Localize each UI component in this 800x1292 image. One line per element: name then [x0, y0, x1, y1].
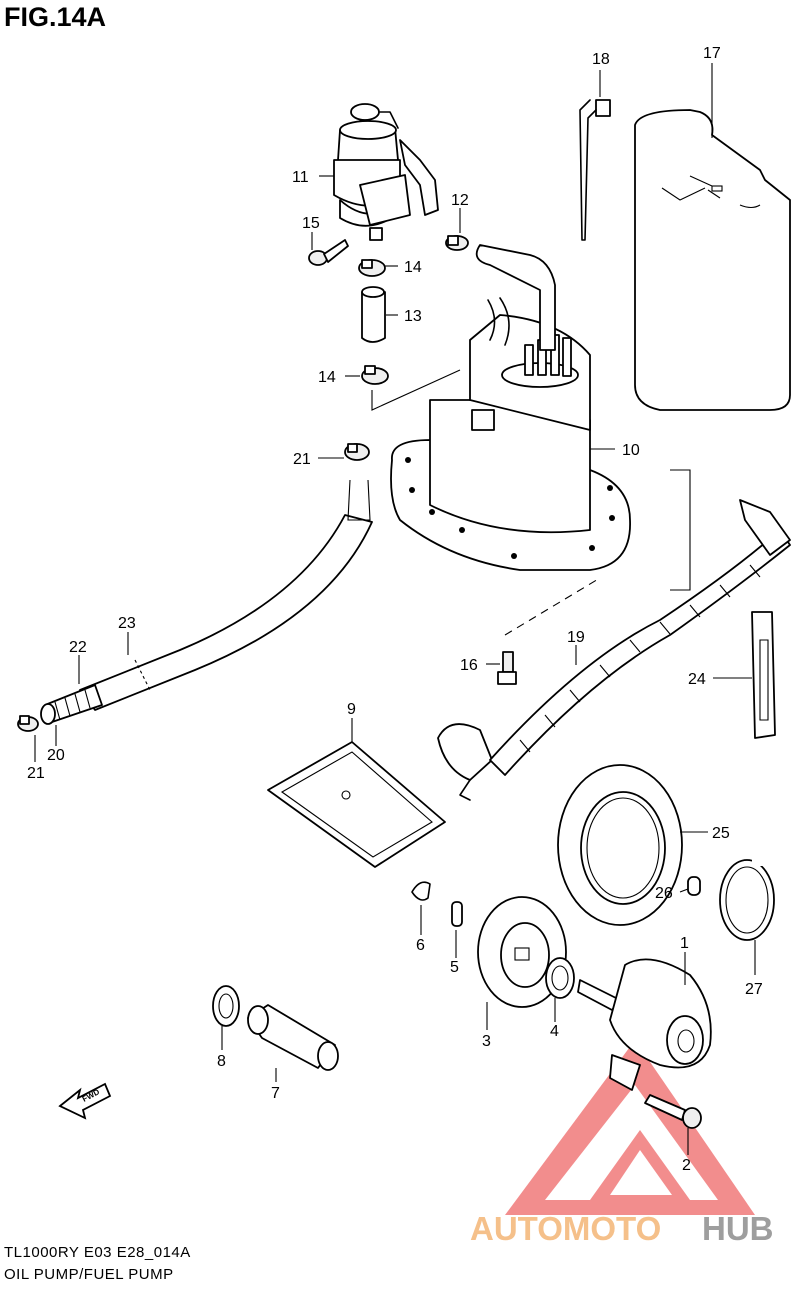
part-6-clip: [411, 881, 431, 901]
callout-27: 27: [745, 981, 763, 998]
callout-17: 17: [703, 45, 721, 62]
part-10-fuel-pump: [390, 244, 631, 571]
callout-11: 11: [292, 169, 309, 186]
leader-bracket-b: [670, 469, 691, 591]
callout-13: 13: [404, 308, 422, 325]
callout-7: 7: [271, 1085, 280, 1102]
part-5-pin: [451, 901, 463, 927]
callout-14-upper: 14: [404, 259, 422, 276]
callout-20: 20: [47, 747, 65, 764]
callout-1: 1: [680, 935, 689, 952]
part-21-clamp-upper: [344, 443, 370, 461]
leader-16-dashed: [504, 577, 601, 636]
part-23-hose: [79, 479, 373, 711]
part-15-screw: [308, 239, 349, 266]
part-9-gasket: [267, 741, 446, 868]
callout-10: 10: [622, 442, 640, 459]
part-16-bolt: [497, 651, 517, 685]
watermark-text-1: AUTOMOTO: [470, 1210, 661, 1247]
part-24-strap: [751, 611, 776, 739]
callout-2: 2: [682, 1157, 691, 1174]
part-21-clamp-lower: [17, 715, 39, 732]
callout-21-upper: 21: [293, 451, 311, 468]
part-14-clamp-lower: [361, 365, 389, 385]
part-2-bolt: [644, 1094, 702, 1129]
callout-3: 3: [482, 1033, 491, 1050]
part-8-oring: [212, 985, 240, 1027]
callout-19: 19: [567, 629, 585, 646]
watermark-triangle: [505, 1040, 755, 1215]
part-3-drive-gear: [477, 896, 567, 1008]
leader-lines: [34, 63, 756, 1155]
part-26-dowel-pin: [687, 876, 701, 896]
callout-22: 22: [69, 639, 87, 656]
callout-18: 18: [592, 51, 610, 68]
callout-8: 8: [217, 1053, 226, 1070]
leader-bracket-a: [371, 369, 461, 411]
part-19-wire-harness: [437, 499, 791, 801]
callout-26: 26: [655, 885, 673, 902]
watermark-text-2: HUB: [702, 1210, 774, 1247]
part-18-cable-tie: [579, 99, 611, 241]
callout-24: 24: [688, 671, 706, 688]
callout-25: 25: [712, 825, 730, 842]
model-code: TL1000RY E03 E28_014A: [4, 1244, 191, 1261]
diagram-caption: OIL PUMP/FUEL PUMP: [4, 1266, 174, 1283]
part-7-shaft: [247, 1004, 339, 1071]
part-11-fuel-valve: [333, 103, 439, 241]
callout-16: 16: [460, 657, 478, 674]
callout-4: 4: [550, 1023, 559, 1040]
part-14-clamp-upper: [358, 259, 386, 277]
figure-title: FIG.14A: [4, 2, 107, 32]
fwd-arrow-icon: FWD: [58, 1082, 112, 1120]
watermark-logo: AUTOMOTO HUB: [470, 1210, 774, 1247]
callout-5: 5: [450, 959, 459, 976]
callout-15: 15: [302, 215, 320, 232]
callout-21-lower: 21: [27, 765, 45, 782]
callout-9: 9: [347, 701, 356, 718]
part-20-elbow: [40, 703, 56, 725]
part-12-clamp: [445, 235, 469, 251]
part-4-washer: [545, 957, 575, 999]
callout-23: 23: [118, 615, 136, 632]
part-17-cover: [634, 109, 791, 411]
part-13-hose: [361, 286, 386, 343]
callout-14-lower: 14: [318, 369, 336, 386]
callout-6: 6: [416, 937, 425, 954]
callout-labels: 18 17 11 12 15 14 13 14 10 21 23 22 16 1…: [27, 45, 763, 1174]
callout-12: 12: [451, 192, 469, 209]
part-27-circlip: [719, 858, 775, 941]
part-25-driven-gear: [557, 764, 683, 926]
part-1-oil-pump: [577, 958, 712, 1091]
